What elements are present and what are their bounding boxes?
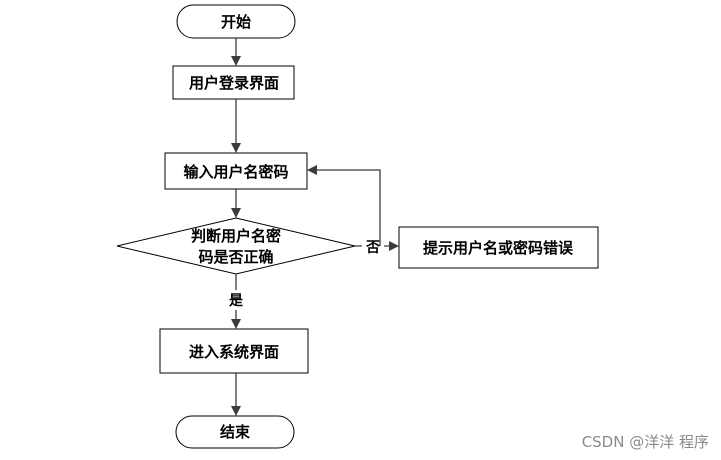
- login-screen-label: 用户登录界面: [189, 74, 279, 92]
- input-credentials-label: 输入用户名密码: [183, 163, 288, 181]
- error-prompt-label: 提示用户名或密码错误: [423, 239, 574, 257]
- end-label: 结束: [220, 423, 251, 441]
- yes-label: 是: [229, 293, 244, 309]
- end-node: [175, 415, 295, 449]
- edge-loop-back: [307, 165, 381, 246]
- no-label: 否: [365, 240, 380, 256]
- enter-system-node: [159, 328, 309, 374]
- no-label-bg: [362, 236, 384, 256]
- error-prompt-node: [398, 226, 599, 269]
- decision-label-line1: 判断用户名密: [191, 227, 281, 245]
- yes-label-bg: [227, 290, 245, 310]
- decision-label-line2: 码是否正确: [198, 248, 273, 266]
- watermark-text: CSDN @洋洋 程序: [581, 433, 709, 451]
- login-screen-node: [172, 65, 295, 100]
- enter-system-label: 进入系统界面: [189, 343, 279, 361]
- start-label: 开始: [221, 13, 251, 31]
